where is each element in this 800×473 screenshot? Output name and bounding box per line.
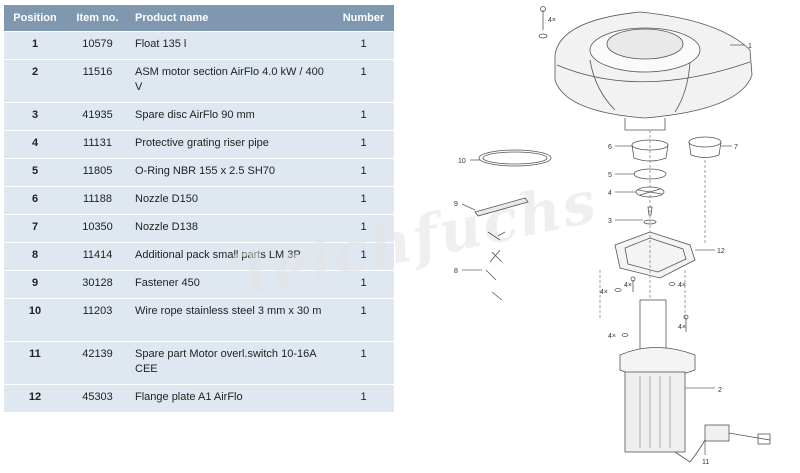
- cell-number: 1: [333, 271, 394, 298]
- table-row: 10 11203 Wire rope stainless steel 3 mm …: [4, 299, 394, 341]
- cell-product-name: Additional pack small parts LM 3P: [129, 243, 333, 270]
- cell-product-name: Spare part Motor overl.switch 10-16A CEE: [129, 342, 333, 384]
- header-number: Number: [333, 5, 394, 31]
- qty-label: 4×: [600, 289, 608, 296]
- cell-item-no: 10579: [66, 32, 129, 59]
- cell-number: 1: [333, 299, 394, 341]
- cell-position: 3: [4, 103, 66, 130]
- cell-position: 1: [4, 32, 66, 59]
- cell-item-no: 41935: [66, 103, 129, 130]
- table-row: 6 11188 Nozzle D150 1: [4, 187, 394, 214]
- cell-number: 1: [333, 159, 394, 186]
- small-parts-pack: [485, 231, 506, 301]
- cell-product-name: O-Ring NBR 155 x 2.5 SH70: [129, 159, 333, 186]
- cell-position: 6: [4, 187, 66, 214]
- table-row: 5 11805 O-Ring NBR 155 x 2.5 SH70 1: [4, 159, 394, 186]
- table-row: 11 42139 Spare part Motor overl.switch 1…: [4, 342, 394, 384]
- cell-number: 1: [333, 243, 394, 270]
- table-row: 3 41935 Spare disc AirFlo 90 mm 1: [4, 103, 394, 130]
- nozzle-d138: [688, 136, 722, 158]
- motor-section: [619, 299, 696, 463]
- callout-9: 9: [454, 201, 458, 208]
- parts-table: Position Item no. Product name Number 1 …: [4, 4, 394, 413]
- cell-item-no: 30128: [66, 271, 129, 298]
- callout-12: 12: [717, 248, 725, 255]
- cell-item-no: 11414: [66, 243, 129, 270]
- table-header-row: Position Item no. Product name Number: [4, 5, 394, 31]
- cell-number: 1: [333, 32, 394, 59]
- cell-position: 12: [4, 385, 66, 412]
- header-item-no: Item no.: [66, 5, 129, 31]
- cell-product-name: Float 135 l: [129, 32, 333, 59]
- cell-item-no: 45303: [66, 385, 129, 412]
- cell-number: 1: [333, 131, 394, 158]
- cell-number: 1: [333, 60, 394, 102]
- callout-1: 1: [748, 43, 752, 50]
- qty-label: 4×: [624, 282, 632, 289]
- callout-5: 5: [608, 172, 612, 179]
- cell-product-name: Fastener 450: [129, 271, 333, 298]
- cell-product-name: Nozzle D138: [129, 215, 333, 242]
- table-row: 7 10350 Nozzle D138 1: [4, 215, 394, 242]
- cell-product-name: Wire rope stainless steel 3 mm x 30 m: [129, 299, 333, 341]
- cell-position: 4: [4, 131, 66, 158]
- cell-position: 9: [4, 271, 66, 298]
- callout-4: 4: [608, 190, 612, 197]
- cell-number: 1: [333, 103, 394, 130]
- qty-label: 4×: [678, 324, 686, 331]
- cell-item-no: 11516: [66, 60, 129, 102]
- bolt-icon: [538, 6, 548, 39]
- cell-number: 1: [333, 215, 394, 242]
- callout-3: 3: [608, 218, 612, 225]
- screw-icon: [614, 276, 689, 337]
- table-row: 8 11414 Additional pack small parts LM 3…: [4, 243, 394, 270]
- motor-overload-switch: [689, 424, 771, 463]
- cell-product-name: Spare disc AirFlo 90 mm: [129, 103, 333, 130]
- cell-position: 5: [4, 159, 66, 186]
- fastener: [474, 197, 529, 217]
- callout-6: 6: [608, 144, 612, 151]
- callout-2: 2: [718, 387, 722, 394]
- table-row: 1 10579 Float 135 l 1: [4, 32, 394, 59]
- table-row: 2 11516 ASM motor section AirFlo 4.0 kW …: [4, 60, 394, 102]
- cell-position: 11: [4, 342, 66, 384]
- callout-8: 8: [454, 268, 458, 275]
- callout-10: 10: [458, 158, 466, 165]
- cell-item-no: 11188: [66, 187, 129, 214]
- table-row: 9 30128 Fastener 450 1: [4, 271, 394, 298]
- cell-number: 1: [333, 187, 394, 214]
- cell-number: 1: [333, 385, 394, 412]
- cell-item-no: 42139: [66, 342, 129, 384]
- cell-position: 7: [4, 215, 66, 242]
- cell-item-no: 11203: [66, 299, 129, 341]
- qty-label: 4×: [608, 333, 616, 340]
- cell-item-no: 11805: [66, 159, 129, 186]
- cell-position: 8: [4, 243, 66, 270]
- float-part: [554, 11, 753, 131]
- cell-product-name: Flange plate A1 AirFlo: [129, 385, 333, 412]
- qty-label: 4×: [678, 282, 686, 289]
- callout-7: 7: [734, 144, 738, 151]
- cell-position: 10: [4, 299, 66, 341]
- cell-position: 2: [4, 60, 66, 102]
- wire-rope: [478, 149, 552, 167]
- cell-product-name: ASM motor section AirFlo 4.0 kW / 400 V: [129, 60, 333, 102]
- table-row: 12 45303 Flange plate A1 AirFlo 1: [4, 385, 394, 412]
- callout-11: 11: [702, 459, 709, 466]
- cell-number: 1: [333, 342, 394, 384]
- cell-item-no: 11131: [66, 131, 129, 158]
- cell-product-name: Protective grating riser pipe: [129, 131, 333, 158]
- qty-label: 4×: [548, 17, 556, 24]
- header-position: Position: [4, 5, 66, 31]
- exploded-view-diagram: 1 2 3 4 5 6 7 8 9 10 11 12 4× 4× 4× 4× 4…: [454, 6, 771, 466]
- header-product-name: Product name: [129, 5, 333, 31]
- cell-product-name: Nozzle D150: [129, 187, 333, 214]
- cell-item-no: 10350: [66, 215, 129, 242]
- table-row: 4 11131 Protective grating riser pipe 1: [4, 131, 394, 158]
